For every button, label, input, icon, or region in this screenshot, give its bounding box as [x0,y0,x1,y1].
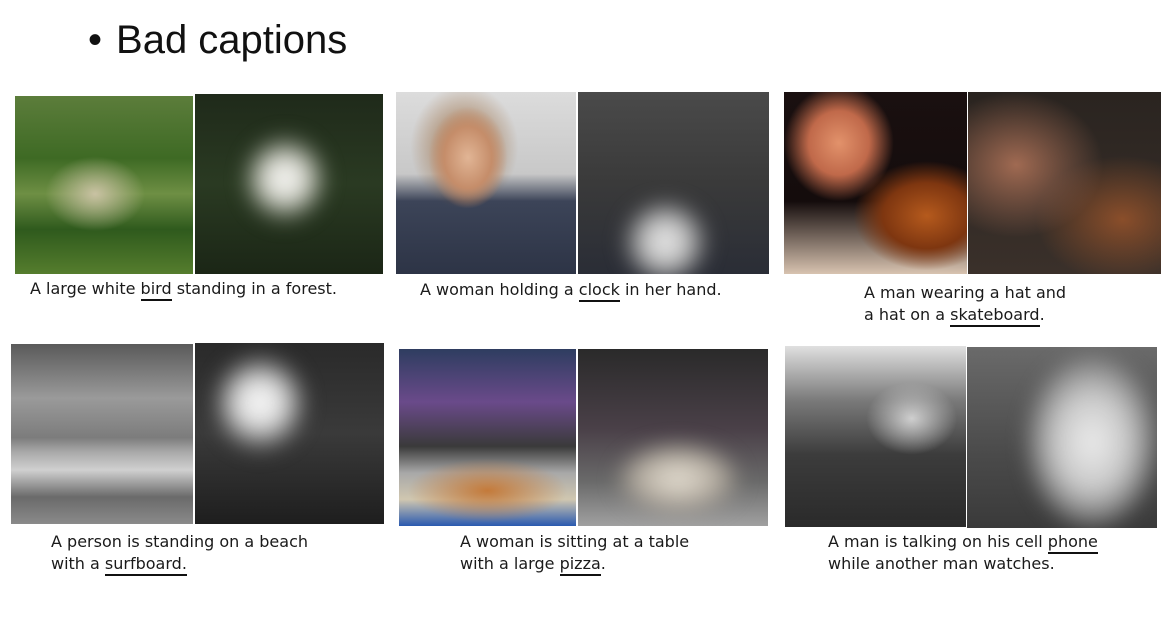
bullet-icon: • [88,18,103,62]
highlighted-word: pizza [559,554,601,576]
highlighted-word: clock [578,280,620,302]
highlighted-word: skateboard [950,305,1040,327]
violinist-photo [784,92,967,274]
highlighted-word: phone [1047,532,1098,554]
violinist-attention-map [968,92,1161,274]
street-man-photo [785,346,966,527]
title-text: Bad captions [116,18,348,62]
caption-5: A woman is sitting at a table with a lar… [460,531,689,576]
highlighted-word: surfboard. [104,554,187,576]
giraffe-attention-map [195,94,383,274]
highlighted-word: bird [140,279,172,301]
food-stall-photo [399,349,576,526]
slide-title: • Bad captions [88,18,347,63]
caption-4: A person is standing on a beach with a s… [51,531,308,576]
food-stall-attention-map [578,349,768,526]
street-man-attention-map [967,347,1157,528]
giraffe-photo [15,96,193,274]
caption-6: A man is talking on his cell phone while… [828,532,1098,573]
woman-photo [396,92,576,274]
windsurfer-attention-map [195,343,384,524]
caption-3: A man wearing a hat and a hat on a skate… [864,282,1066,327]
windsurfer-photo [11,344,193,524]
caption-1: A large white bird standing in a forest. [30,278,337,301]
caption-2: A woman holding a clock in her hand. [420,279,722,302]
woman-attention-map [578,92,769,274]
